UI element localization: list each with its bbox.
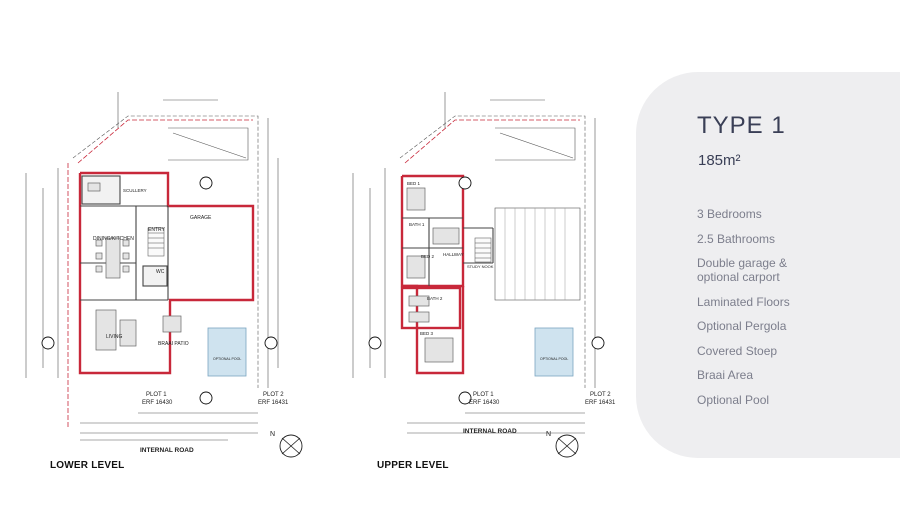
feature-item: Covered Stoep bbox=[697, 343, 778, 358]
room-garage: GARAGE bbox=[190, 215, 212, 221]
room-bath1: BATH 1 bbox=[409, 222, 425, 227]
internal-road-label: INTERNAL ROAD bbox=[140, 447, 194, 454]
erf2-label-upper: ERF 16431 bbox=[585, 400, 616, 406]
feature-item: Optional Pool bbox=[697, 392, 770, 407]
erf1-label: ERF 16430 bbox=[142, 400, 173, 406]
room-optional-pool-upper: OPTIONAL POOL bbox=[540, 357, 568, 361]
plot2-label-upper: PLOT 2 bbox=[590, 392, 611, 398]
feature-item: Laminated Floors bbox=[697, 294, 790, 309]
internal-road-label-upper: INTERNAL ROAD bbox=[463, 428, 517, 435]
plot1-label: PLOT 1 bbox=[146, 392, 167, 398]
room-bath2: BATH 2 bbox=[427, 296, 443, 301]
feature-item: Double garage & optional carport bbox=[697, 256, 807, 284]
feature-item: 3 Bedrooms bbox=[697, 207, 762, 221]
plot1-label-upper: PLOT 1 bbox=[473, 392, 494, 398]
upper-level-plan: N BED 1 BATH 1 BED 2 HALLWAY STUDY NOOK … bbox=[345, 88, 645, 468]
room-bed1: BED 1 bbox=[407, 181, 421, 186]
floor-area: 185m² bbox=[698, 152, 741, 169]
room-bed3: BED 3 bbox=[420, 331, 434, 336]
type-title: TYPE 1 bbox=[697, 112, 786, 139]
plot2-label: PLOT 2 bbox=[263, 392, 284, 398]
room-optional-pool: OPTIONAL POOL bbox=[213, 357, 241, 361]
info-panel bbox=[636, 72, 900, 458]
feature-item: 2.5 Bathrooms bbox=[697, 231, 776, 246]
room-living: LIVING bbox=[106, 334, 123, 340]
feature-item: Optional Pergola bbox=[697, 319, 787, 333]
room-braai-patio: BRAAI PATIO bbox=[158, 341, 189, 347]
feature-item: Braai Area bbox=[697, 368, 754, 382]
north-letter-upper: N bbox=[546, 431, 551, 438]
north-letter: N bbox=[270, 431, 275, 438]
room-entry: ENTRY bbox=[148, 227, 166, 233]
upper-level-label: UPPER LEVEL bbox=[377, 460, 449, 471]
north-arrow-upper: N bbox=[546, 431, 579, 458]
feature-text: Double garage & optional carport bbox=[697, 256, 788, 284]
upper-plan-drawing: N BED 1 BATH 1 BED 2 HALLWAY STUDY NOOK … bbox=[352, 92, 616, 458]
erf2-label: ERF 16431 bbox=[258, 400, 289, 406]
feature-list: 3 Bedrooms 2.5 Bathrooms Double garage &… bbox=[697, 207, 807, 417]
room-hallway: HALLWAY bbox=[443, 252, 464, 257]
pool-lower bbox=[207, 327, 247, 377]
erf1-label-upper: ERF 16430 bbox=[469, 400, 500, 406]
room-study-nook: STUDY NOOK bbox=[467, 264, 494, 269]
lower-level-label: LOWER LEVEL bbox=[50, 460, 125, 471]
lower-plan-drawing: N GARAGE ENTRY DINING/KITCHEN SCULLERY W… bbox=[25, 92, 303, 458]
lower-level-plan: N GARAGE ENTRY DINING/KITCHEN SCULLERY W… bbox=[18, 88, 318, 468]
room-wc: WC bbox=[156, 269, 165, 275]
room-bed2: BED 2 bbox=[421, 254, 435, 259]
room-scullery: SCULLERY bbox=[123, 188, 147, 193]
room-dining-kitchen: DINING/KITCHEN bbox=[93, 236, 134, 242]
pool-upper bbox=[534, 327, 574, 377]
north-arrow-lower: N bbox=[270, 431, 303, 458]
